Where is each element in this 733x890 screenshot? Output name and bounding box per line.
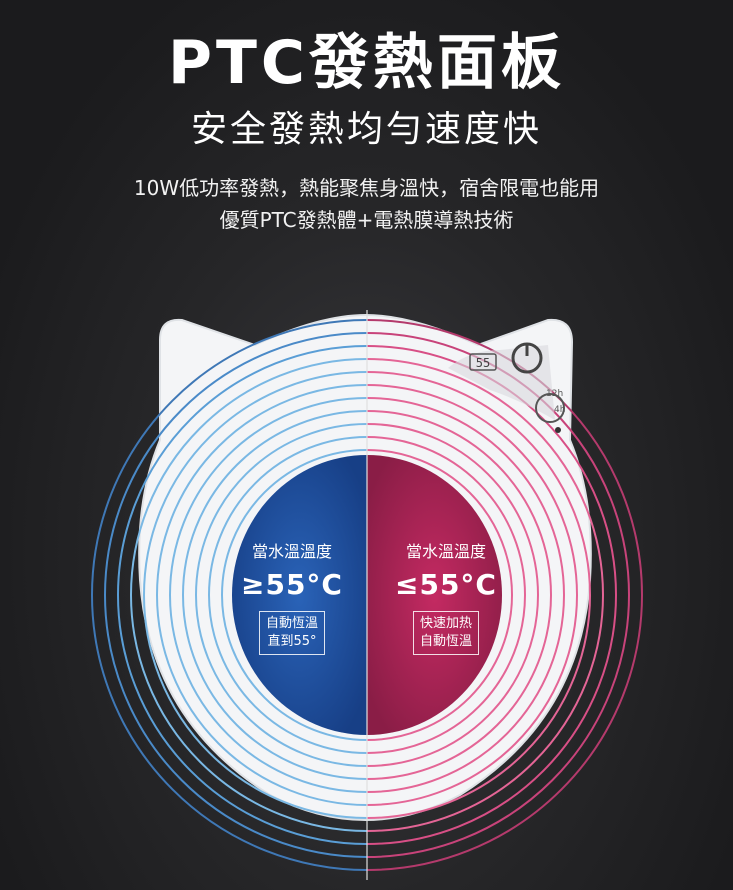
cool-temperature: ≥55°C bbox=[241, 568, 343, 601]
page-subtitle: 安全發熱均勻速度快 bbox=[190, 109, 542, 150]
timer-4h-label: 4h bbox=[554, 405, 565, 415]
warm-rings bbox=[367, 319, 643, 871]
cool-rings bbox=[91, 319, 367, 871]
description-line-2: 優質PTC發熱體+電熱膜導熱技術 bbox=[219, 208, 514, 232]
page-title: PTC發熱面板 bbox=[168, 28, 565, 98]
display-value: 55 bbox=[476, 356, 490, 370]
control-panel: 55 12h 4h bbox=[448, 342, 565, 433]
cool-condition: 當水溫溫度 bbox=[251, 542, 332, 561]
cool-note-line-2: 直到55° bbox=[267, 634, 317, 649]
temperature-display bbox=[469, 353, 497, 371]
warm-condition: 當水溫溫度 bbox=[405, 542, 486, 561]
timer-button-icon[interactable] bbox=[535, 393, 565, 423]
warm-note-line-2: 自動恆溫 bbox=[419, 634, 472, 649]
indicator-dot-icon bbox=[555, 427, 561, 433]
warm-note: 快速加热 自動恆溫 bbox=[412, 611, 479, 655]
cool-state-panel: 當水溫溫度 ≥55°C 自動恆溫 直到55° bbox=[232, 538, 352, 655]
timer-12h-label: 12h bbox=[546, 389, 563, 399]
warm-note-line-1: 快速加热 bbox=[419, 616, 472, 631]
warm-state-panel: 當水溫溫度 ≤55°C 快速加热 自動恆溫 bbox=[386, 538, 506, 655]
warm-temperature: ≤55°C bbox=[395, 568, 497, 601]
description-line-1: 10W低功率發熱，熱能聚焦身溫快，宿舍限電也能用 bbox=[133, 176, 600, 200]
cool-note: 自動恆溫 直到55° bbox=[258, 611, 325, 655]
cool-note-line-1: 自動恆溫 bbox=[265, 616, 318, 631]
heating-plate bbox=[232, 455, 502, 735]
